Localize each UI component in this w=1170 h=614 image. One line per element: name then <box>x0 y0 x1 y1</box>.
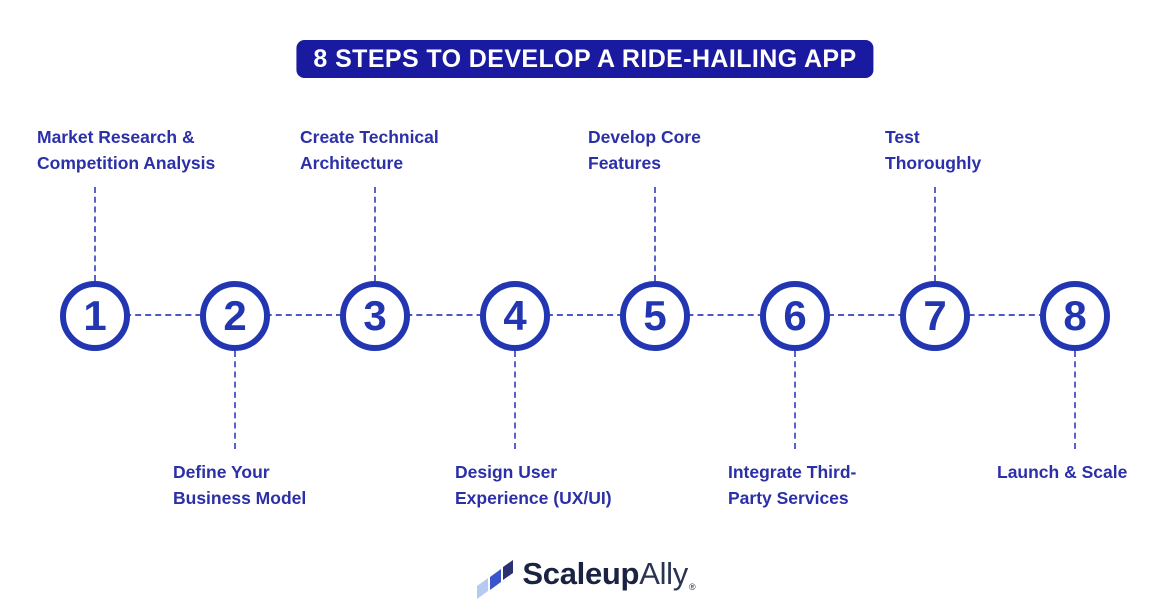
step-7-connector-line <box>934 187 936 281</box>
registered-trademark-symbol: ® <box>688 582 696 592</box>
title-banner: 8 STEPS TO DEVELOP A RIDE-HAILING APP <box>296 40 874 78</box>
step-4-label: Design User Experience (UX/UI) <box>455 462 612 508</box>
step-7-label: Test Thoroughly <box>885 127 982 173</box>
scaleupally-logo-icon <box>477 560 514 599</box>
step-1-connector-line <box>94 187 96 281</box>
timeline-dashed-line <box>95 314 1075 316</box>
step-3-label: Create Technical Architecture <box>300 127 439 173</box>
step-3-connector-line <box>374 187 376 281</box>
step-5-label: Develop Core Features <box>588 127 701 173</box>
logo-brand-bold: Scaleup <box>522 556 640 591</box>
step-2-number: 2 <box>223 292 247 339</box>
step-3-number: 3 <box>363 292 387 339</box>
step-8-label: Launch & Scale <box>997 462 1128 482</box>
step-6-number: 6 <box>783 292 807 339</box>
scaleupally-logo-text: ScaleupAlly® <box>522 554 696 601</box>
step-6-circle: 6 <box>760 281 830 351</box>
step-5-circle: 5 <box>620 281 690 351</box>
step-4-number: 4 <box>503 292 527 339</box>
step-2-connector-line <box>234 351 236 449</box>
step-5-connector-line <box>654 187 656 281</box>
step-1-number: 1 <box>83 292 107 339</box>
step-5-number: 5 <box>643 292 667 339</box>
step-8-connector-line <box>1074 351 1076 449</box>
step-6-label: Integrate Third- Party Services <box>728 462 857 508</box>
page-title: 8 STEPS TO DEVELOP A RIDE-HAILING APP <box>313 45 857 73</box>
step-2-label: Define Your Business Model <box>173 462 307 508</box>
step-4-circle: 4 <box>480 281 550 351</box>
step-1-label: Market Research & Competition Analysis <box>37 127 216 173</box>
step-3-circle: 3 <box>340 281 410 351</box>
logo-brand-light: Ally <box>639 556 688 591</box>
step-2-circle: 2 <box>200 281 270 351</box>
step-6-connector-line <box>794 351 796 449</box>
step-8-number: 8 <box>1063 292 1087 339</box>
step-7-circle: 7 <box>900 281 970 351</box>
scaleupally-logo: ScaleupAlly® <box>0 554 1170 602</box>
step-7-number: 7 <box>923 292 947 339</box>
step-8-circle: 8 <box>1040 281 1110 351</box>
step-4-connector-line <box>514 351 516 449</box>
step-1-circle: 1 <box>60 281 130 351</box>
